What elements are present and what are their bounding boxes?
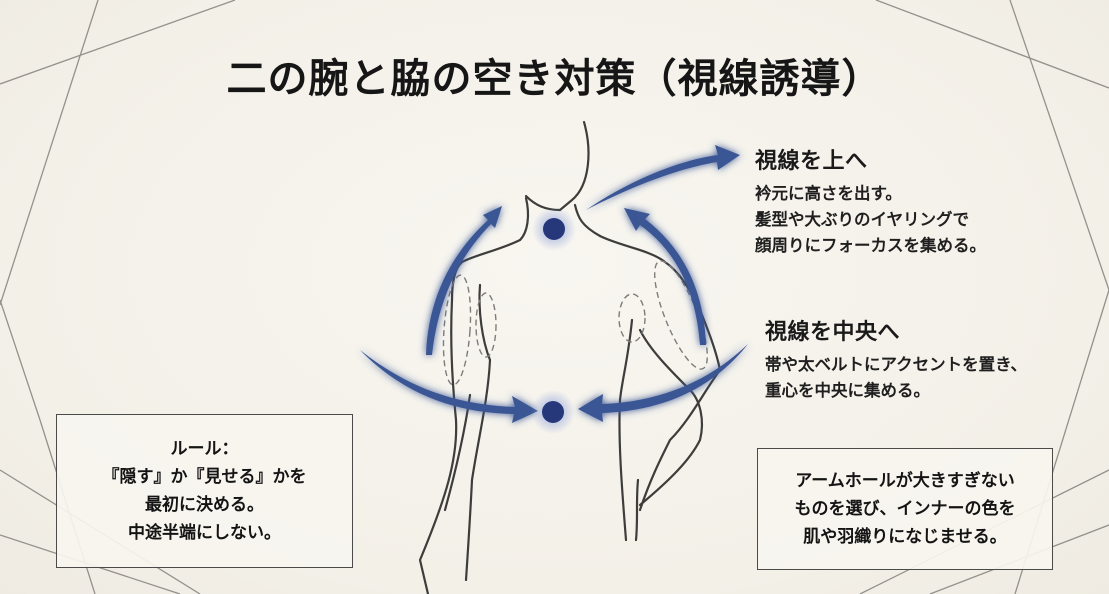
callout-gaze-upward: 視線を上へ 衿元に高さを出す。 髪型や大ぶりのイヤリングで 顔周りにフォーカスを…	[755, 143, 986, 259]
arrow-waist-left	[360, 350, 538, 423]
right-underarm-zone	[618, 293, 646, 343]
callout-gaze-center: 視線を中央へ 帯や太ベルトにアクセントを置き、 重心を中央に集める。	[765, 314, 1027, 404]
callout-center-heading: 視線を中央へ	[765, 319, 901, 345]
rule-box: ルール： 『隠す』か『見せる』かを 最初に決める。 中途半端にしない。	[56, 414, 353, 568]
callout-upward-line: 髪型や大ぶりのイヤリングで	[755, 210, 970, 229]
rule-line: ルール：	[170, 439, 239, 459]
page-title: 二の腕と脇の空き対策（視線誘導）	[226, 55, 883, 102]
armhole-line: アームホールが大きすぎない	[795, 471, 1015, 491]
left-upper-arm-zone	[442, 274, 472, 386]
callout-center-line: 帯や太ベルトにアクセントを置き、	[765, 355, 1028, 374]
armhole-tip-box: アームホールが大きすぎない ものを選び、インナーの色を 肌や羽織りになじませる。	[757, 448, 1053, 570]
right-upper-arm-zone	[653, 260, 709, 370]
arrow-left-up	[426, 206, 502, 355]
waist-focus-dot	[542, 401, 564, 423]
left-underarm-zone	[475, 292, 497, 358]
gaze-arrows	[360, 145, 748, 423]
body-outline	[418, 120, 722, 594]
neck-focus-dot	[543, 218, 565, 240]
rule-line: 最初に決める。	[145, 495, 264, 515]
callout-upward-line: 衿元に高さを出す。	[755, 184, 902, 203]
rule-line: 『隠す』か『見せる』かを	[102, 467, 307, 487]
arrow-waist-right	[578, 344, 748, 422]
callout-upward-heading: 視線を上へ	[755, 148, 868, 174]
arrow-neck-out	[586, 145, 740, 210]
callout-center-line: 重心を中央に集める。	[765, 381, 930, 400]
focus-points	[531, 207, 576, 434]
armhole-line: 肌や羽織りになじませる。	[803, 527, 1007, 547]
callout-upward-line: 顔周りにフォーカスを集める。	[755, 236, 986, 255]
armhole-line: ものを選び、インナーの色を	[794, 499, 1016, 519]
rule-line: 中途半端にしない。	[128, 523, 281, 543]
arrow-right-up	[624, 208, 706, 345]
